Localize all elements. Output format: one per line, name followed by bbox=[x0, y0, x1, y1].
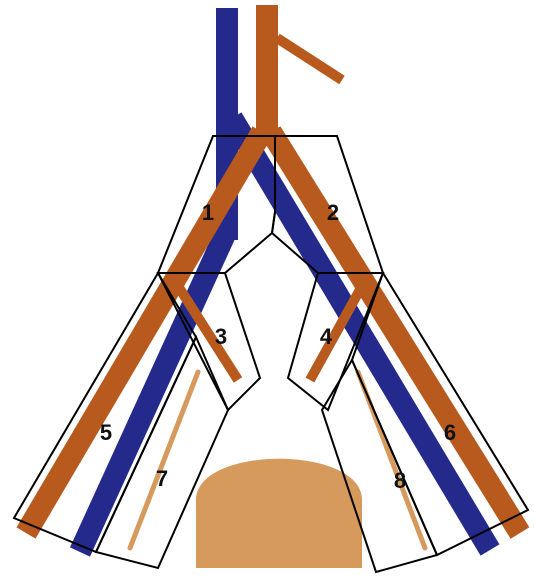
zone-7-label: 7 bbox=[156, 466, 168, 491]
dome-shape bbox=[196, 459, 362, 568]
zone-8-label: 8 bbox=[394, 468, 406, 493]
zone-1-label: 1 bbox=[202, 200, 214, 225]
zone-3-label: 3 bbox=[215, 324, 227, 349]
artery-side-branch bbox=[277, 38, 342, 80]
zone-2-label: 2 bbox=[327, 200, 339, 225]
zone-4-label: 4 bbox=[320, 324, 333, 349]
zone-6-label: 6 bbox=[444, 420, 456, 445]
zone-5-label: 5 bbox=[100, 420, 112, 445]
